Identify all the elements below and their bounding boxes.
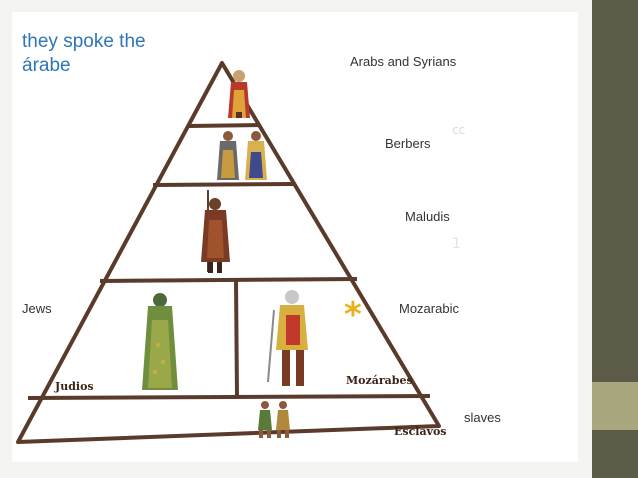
star-icon: *	[344, 295, 362, 335]
slave-figures-illustration	[258, 401, 290, 438]
label-arabs-and-syrians: Arabs and Syrians	[350, 54, 457, 69]
label-slaves: slaves	[464, 410, 501, 425]
side-accent-block	[592, 382, 638, 430]
caption-mozarabes: Mozárabes	[346, 374, 413, 387]
label-berbers: Berbers	[385, 136, 431, 151]
maludi-figure-illustration	[201, 190, 230, 273]
heading-line-1: they spoke the	[22, 31, 146, 52]
caption-judios: Judios	[54, 380, 94, 393]
berber-figures-illustration	[217, 131, 267, 180]
heading-line-2: árabe	[22, 55, 71, 76]
svg-text:1: 1	[452, 236, 461, 252]
tier-line-2	[152, 182, 296, 187]
tier-divider-vertical	[234, 280, 239, 398]
label-jews: Jews	[22, 301, 52, 316]
tier-line-4	[27, 394, 431, 400]
tier-line-3	[99, 277, 358, 283]
label-mozarabic: Mozarabic	[399, 301, 459, 316]
caption-esclavos: Esclavos	[394, 425, 447, 438]
jew-figure-illustration	[142, 293, 178, 390]
social-pyramid: cc 1	[16, 61, 465, 444]
svg-text:cc: cc	[452, 123, 465, 137]
mozarab-figure-illustration	[267, 290, 308, 386]
tier-line-1	[187, 123, 261, 128]
label-maludis: Maludis	[405, 209, 450, 224]
arab-figure-illustration	[228, 70, 250, 118]
slide-heading: they spoke the árabe	[22, 30, 182, 78]
